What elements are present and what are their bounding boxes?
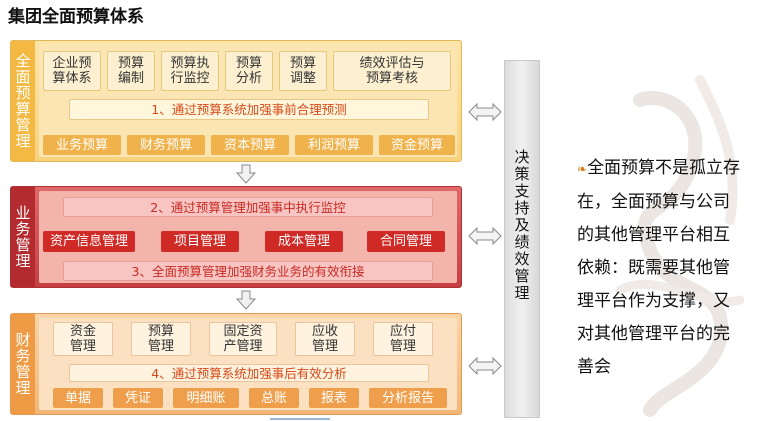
cost-box: 成本管理 <box>265 231 343 252</box>
budget-mgmt-box: 预算 管理 <box>131 322 191 356</box>
pillar-label: 决策支持及绩效管理 <box>512 149 531 302</box>
section-finance-management: 财务管理 资金 管理 预算 管理 固定资 产管理 应收 管理 应付 管理 4、通… <box>10 313 462 415</box>
budget-analysis-box: 预算 分析 <box>225 51 273 91</box>
voucher-doc-box: 单据 <box>53 388 103 408</box>
description-paragraph: ❧全面预算不是孤立存在，全面预算与公司的其他管理平台相互依赖：既需要其他管理平台… <box>577 152 745 384</box>
fund-mgmt-box: 资金 管理 <box>53 322 113 356</box>
performance-box: 绩效评估与 预算考核 <box>333 51 451 91</box>
capital-budget: 资本预算 <box>211 135 289 155</box>
contract-box: 合同管理 <box>367 231 445 252</box>
fixed-asset-box: 固定资 产管理 <box>209 322 277 356</box>
certificate-box: 凭证 <box>113 388 163 408</box>
profit-budget: 利润预算 <box>295 135 373 155</box>
page-title: 集团全面预算体系 <box>8 7 144 27</box>
budget-adjust-box: 预算 调整 <box>279 51 327 91</box>
payable-box: 应付 管理 <box>373 322 433 356</box>
fund-budget: 资金预算 <box>379 135 455 155</box>
step2-bar: 2、通过预算管理加强事中执行监控 <box>63 197 433 217</box>
budget-compile-box: 预算 编制 <box>107 51 155 91</box>
section-budget-management: 全面预算管理 企业预 算体系 预算 编制 预算执 行监控 预算 分析 预算 调整… <box>10 40 462 162</box>
section-label: 业务管理 <box>11 187 35 287</box>
calligraphy-watermark <box>615 75 745 417</box>
business-budget: 业务预算 <box>43 135 121 155</box>
asset-info-box: 资产信息管理 <box>43 231 135 252</box>
report-box: 报表 <box>309 388 359 408</box>
project-box: 项目管理 <box>161 231 239 252</box>
finance-budget: 财务预算 <box>127 135 205 155</box>
general-ledger-box: 总账 <box>249 388 299 408</box>
down-arrow-icon <box>236 164 256 184</box>
section-inner: 2、通过预算管理加强事中执行监控 资产信息管理 项目管理 成本管理 合同管理 3… <box>39 191 457 283</box>
step3-bar: 3、全面预算管理加强财务业务的有效衔接 <box>63 261 433 281</box>
section-label: 财务管理 <box>11 314 35 414</box>
section-inner: 企业预 算体系 预算 编制 预算执 行监控 预算 分析 预算 调整 绩效评估与 … <box>39 45 457 157</box>
double-arrow-icon <box>468 357 502 375</box>
section-label: 全面预算管理 <box>11 41 35 161</box>
section-business-management: 业务管理 2、通过预算管理加强事中执行监控 资产信息管理 项目管理 成本管理 合… <box>10 186 462 288</box>
description-text: 全面预算不是孤立存在，全面预算与公司的其他管理平台相互依赖：既需要其他管理平台作… <box>577 158 741 377</box>
budget-system-box: 企业预 算体系 <box>43 51 101 91</box>
detail-ledger-box: 明细账 <box>173 388 239 408</box>
decision-support-pillar: 决策支持及绩效管理 <box>504 60 540 418</box>
bullet-icon: ❧ <box>577 162 588 176</box>
double-arrow-icon <box>468 227 502 245</box>
receivable-box: 应收 管理 <box>295 322 355 356</box>
down-arrow-icon <box>236 290 256 310</box>
step1-bar: 1、通过预算系统加强事前合理预测 <box>69 99 429 120</box>
divider <box>270 418 330 420</box>
double-arrow-icon <box>468 103 502 121</box>
section-inner: 资金 管理 预算 管理 固定资 产管理 应收 管理 应付 管理 4、通过预算系统… <box>39 318 457 410</box>
step4-bar: 4、通过预算系统加强事后有效分析 <box>69 364 429 382</box>
budget-monitor-box: 预算执 行监控 <box>161 51 219 91</box>
analysis-report-box: 分析报告 <box>369 388 447 408</box>
